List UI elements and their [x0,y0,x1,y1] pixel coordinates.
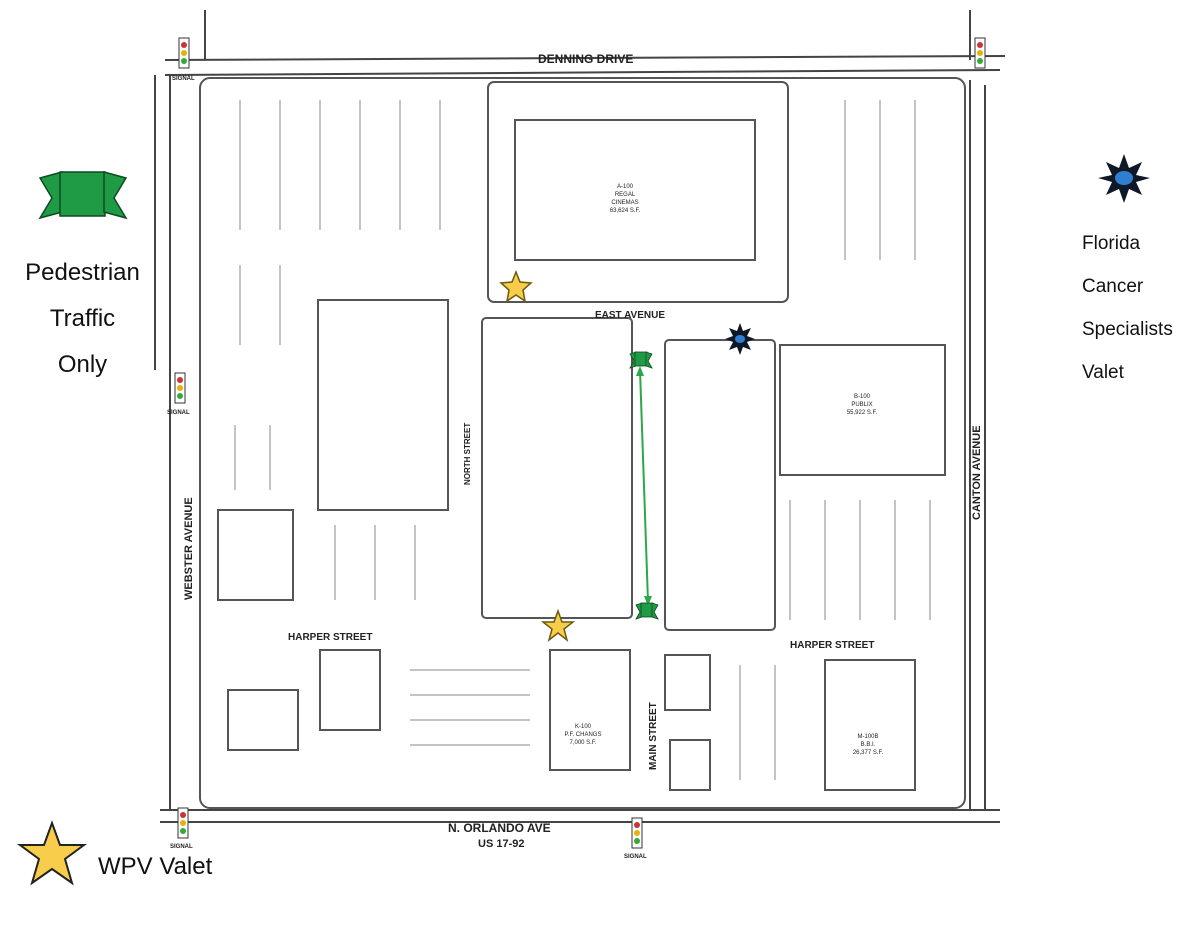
signal-icon [631,817,643,849]
legend-line: Only [57,351,108,378]
us-highway-label: US 17-92 [478,838,524,850]
signal-label: SIGNAL [172,76,195,82]
building-label: 26,377 S.F. [853,750,884,756]
north-street-label: NORTH STREET [463,423,472,485]
fcs-legend: Florida Cancer Specialists Valet [1082,222,1173,394]
webster-avenue-label: WEBSTER AVENUE [183,497,195,600]
building-label: 55,922 S.F. [847,410,878,416]
building-label: M-100B [857,734,878,740]
roads [154,10,1006,823]
building-label: CINEMAS [611,200,638,206]
signal-icon [174,372,186,404]
pedestrian-legend: Pedestrian Traffic Only [0,250,165,388]
signal-icon [178,37,190,69]
building-label: PUBLIX [851,402,872,408]
signal-icon [974,37,986,69]
building-label: A-100 [617,184,634,190]
harper-street-west-label: HARPER STREET [288,632,372,643]
building-label: REGAL [615,192,636,198]
orlando-ave-label: N. ORLANDO AVE [448,821,551,835]
building-label: K-100 [575,724,592,730]
building-regal: A-100 REGAL CINEMAS 63,624 S.F. [610,184,641,214]
signal-label: SIGNAL [170,844,193,850]
building-bbi: M-100B B.B.I. 26,377 S.F. [853,734,884,756]
legend-line: Traffic [49,305,116,332]
east-avenue-label: EAST AVENUE [595,310,665,321]
yellow-star-icon [16,820,88,886]
signal-label: SIGNAL [167,410,190,416]
traffic-signals: SIGNAL SIGNAL SIGNAL SIGNAL [167,37,986,860]
parking-rows [234,100,931,780]
pedestrian-route [636,366,652,606]
harper-street-east-label: HARPER STREET [790,640,874,651]
site-blocks [199,77,966,809]
canton-avenue-label: CANTON AVENUE [971,425,983,520]
yellow-star-icon [499,269,533,303]
green-banner-icon [629,351,653,369]
legend-line: Valet [1082,362,1124,383]
building-label: P.F. CHANGS [565,732,602,738]
legend-line: Cancer [1082,276,1144,297]
yellow-star-icon [540,608,576,642]
building-label: 63,624 S.F. [610,208,641,214]
denning-drive-label: DENNING DRIVE [538,52,633,66]
legend-line: Specialists [1082,319,1173,340]
wpv-legend-label: WPV Valet [98,853,213,880]
green-banner-icon [635,602,659,620]
signal-label: SIGNAL [624,854,647,860]
signal-icon [177,807,189,839]
building-publix: B-100 PUBLIX 55,922 S.F. [847,394,878,416]
legend-line: Florida [1082,233,1141,254]
building-label: B-100 [854,394,871,400]
main-street-label: MAIN STREET [648,702,659,770]
blue-starburst-icon [1098,154,1150,203]
building-label: B.B.I. [861,742,876,748]
building-label: 7,000 S.F. [569,740,596,746]
blue-starburst-icon [725,323,755,355]
legend-line: Pedestrian [25,259,140,286]
building-pf-changs: K-100 P.F. CHANGS 7,000 S.F. [565,724,602,746]
green-banner-icon [38,171,128,220]
